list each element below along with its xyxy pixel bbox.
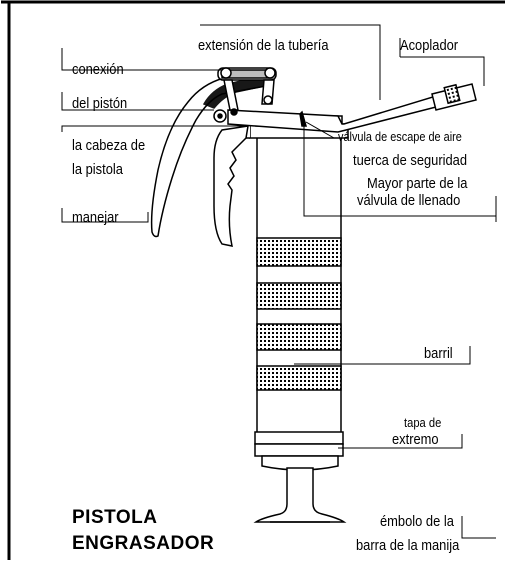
label-tuerca: tuerca de seguridad (353, 152, 468, 169)
label-extension: extensión de la tubería (198, 37, 329, 54)
air-escape-valve (299, 110, 307, 127)
pivot-pins (213, 67, 276, 123)
label-conexion: conexión (72, 61, 124, 78)
label-manejar: manejar (72, 209, 119, 226)
diagram-title-line1: PISTOLA (72, 507, 158, 528)
leader-lines (61, 24, 497, 539)
label-cabeza-line2: la pistola (72, 161, 123, 178)
label-acoplador: Acoplador (400, 37, 459, 54)
label-mayor-line2: válvula de llenado (357, 192, 461, 209)
label-valvula-escape: válvula de escape de aire (338, 129, 462, 144)
plunger-handle (253, 467, 347, 523)
barrel-grip-bands (256, 237, 342, 391)
label-tapa-line1: tapa de (404, 415, 442, 430)
pipe-extension (227, 95, 442, 133)
pistol-grip (213, 125, 249, 247)
coupler (431, 83, 477, 111)
label-barril: barril (424, 345, 453, 362)
label-mayor-line1: Mayor parte de la (367, 175, 468, 192)
diagram-title-line2: ENGRASADOR (72, 533, 215, 554)
label-embolo-line2: barra de la manija (356, 537, 460, 554)
label-embolo-line1: émbolo de la (380, 513, 454, 530)
end-cap (254, 431, 344, 471)
label-tapa-line2: extremo (392, 431, 439, 448)
label-cabeza-line1: la cabeza de (72, 137, 146, 154)
label-piston: del pistón (72, 95, 128, 112)
lever-handle (150, 69, 269, 238)
